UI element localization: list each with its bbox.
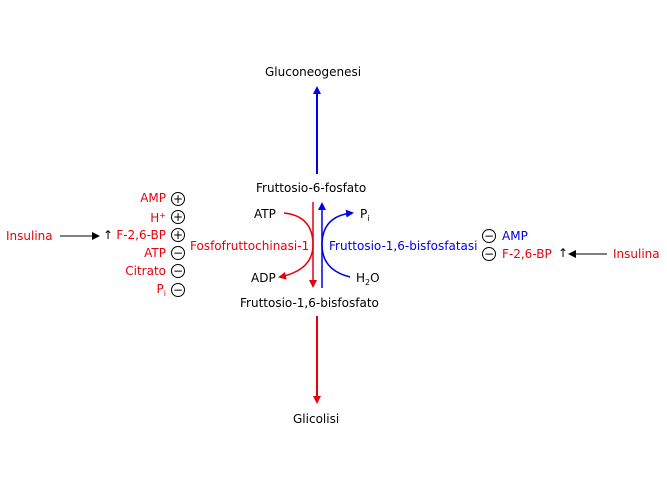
gluconeogenesis-label: Gluconeogenesi — [265, 65, 362, 79]
pfk-reg-atp: ATP — [144, 246, 166, 260]
f16bp-label: Fruttosio-1,6-bisfosfato — [240, 296, 379, 310]
minus-sign-icon: − — [482, 229, 496, 243]
fbpase-substrate-h2o: H2O — [356, 271, 380, 287]
pfk-substrate-atp: ATP — [254, 207, 276, 221]
pfk-reg-pi: Pi — [156, 282, 166, 298]
fbpase-product-pi: Pi — [360, 207, 370, 223]
insulin-left-label: Insulina — [6, 229, 53, 243]
pfk-reg-f26bp: F-2,6-BP — [116, 228, 166, 242]
minus-sign-icon: − — [171, 264, 185, 278]
fbpase-reg-f26bp: F-2,6-BP — [502, 247, 552, 261]
plus-sign-icon: + — [171, 228, 185, 242]
plus-sign-icon: + — [171, 210, 185, 224]
glycolysis-label: Glicolisi — [293, 412, 340, 426]
up-arrow-icon: ↑ — [558, 246, 569, 260]
fbpase-enzyme-label: Fruttosio-1,6-bisfosfatasi — [329, 239, 478, 253]
pfk-product-adp: ADP — [251, 271, 276, 285]
f6p-label: Fruttosio-6-fosfato — [256, 181, 367, 195]
h2o-pi-curve — [321, 209, 354, 278]
pfk-enzyme-label: Fosfofruttochinasi-1 — [190, 239, 310, 253]
atp-adp-curve — [278, 212, 314, 280]
pfk-reg-amp: AMP — [140, 191, 166, 205]
minus-sign-icon: − — [171, 283, 185, 297]
minus-sign-icon: − — [171, 246, 185, 260]
up-arrow-icon: ↑ — [103, 228, 114, 242]
pfk-reg-h: H+ — [150, 211, 166, 225]
minus-sign-icon: − — [482, 247, 496, 261]
pfk-reg-citrate: Citrato — [125, 264, 166, 278]
fbpase-reg-amp: AMP — [502, 229, 528, 243]
plus-sign-icon: + — [171, 192, 185, 206]
insulin-right-label: Insulina — [613, 247, 660, 261]
